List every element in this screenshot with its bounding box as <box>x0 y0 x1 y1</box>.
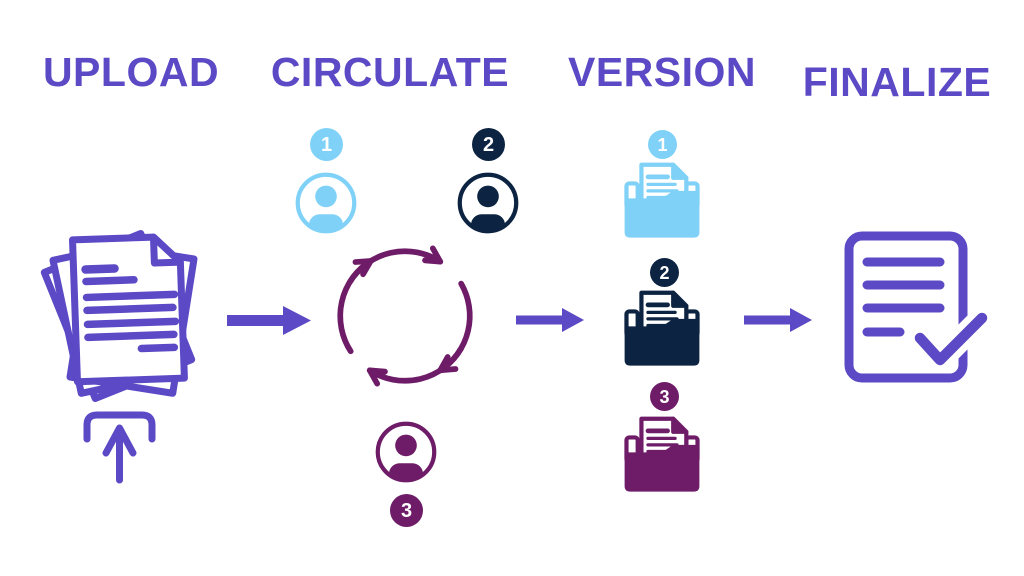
reviewer-1-person-icon <box>295 172 357 234</box>
cycle-arrows-icon <box>337 245 473 387</box>
version-2-number: 2 <box>659 262 670 283</box>
upload-arrow-icon <box>83 411 156 484</box>
document-stack-upload-icon <box>40 229 198 484</box>
checkmark-icon <box>914 312 988 366</box>
document-check-icon <box>844 231 994 383</box>
reviewer-3-badge: 3 <box>390 494 423 527</box>
arrow-right-icon <box>227 306 311 335</box>
reviewer-1-number: 1 <box>320 133 333 156</box>
version-1-folder-icon <box>624 162 700 238</box>
reviewer-3-person-icon <box>375 421 437 483</box>
reviewer-2-badge: 2 <box>472 128 505 161</box>
reviewer-1-badge: 1 <box>310 128 343 161</box>
reviewer-2-person-icon <box>457 172 519 234</box>
arrow-right-icon <box>516 308 584 332</box>
version-3-folder-icon <box>624 416 700 492</box>
reviewer-3-number: 3 <box>400 499 413 522</box>
reviewer-2-number: 2 <box>482 133 495 156</box>
version-3-number: 3 <box>659 386 670 407</box>
heading-upload: UPLOAD <box>42 49 220 95</box>
version-2-folder-icon <box>624 290 700 366</box>
version-1-badge: 1 <box>648 130 677 159</box>
heading-circulate: CIRCULATE <box>270 49 510 95</box>
document-stack <box>40 229 198 403</box>
version-1-number: 1 <box>657 134 668 155</box>
heading-version: VERSION <box>567 49 757 95</box>
arrow-right-icon <box>744 308 812 332</box>
version-3-badge: 3 <box>650 382 679 411</box>
version-2-badge: 2 <box>650 258 679 287</box>
heading-finalize: FINALIZE <box>802 59 992 105</box>
